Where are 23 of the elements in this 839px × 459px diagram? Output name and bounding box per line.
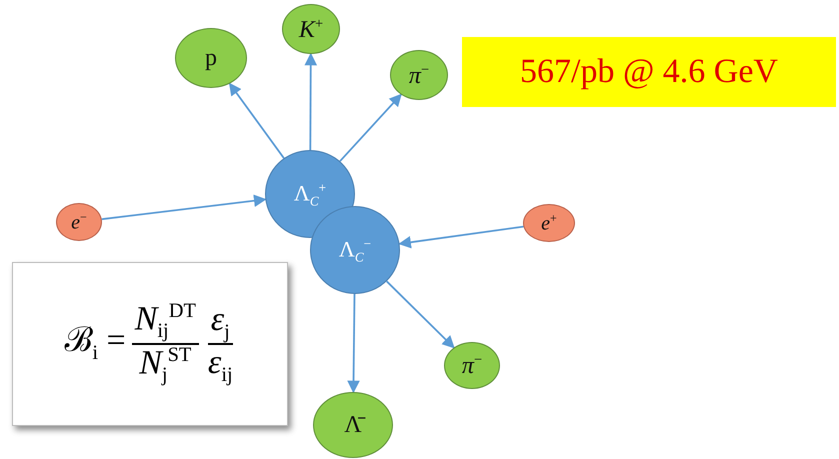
particle-ellipse bbox=[444, 342, 500, 389]
formula-term: ℬ$_{i}$ = bbox=[64, 324, 126, 364]
formula-box bbox=[12, 262, 288, 426]
arrow bbox=[102, 194, 267, 220]
particle-label: e$^{−}$ bbox=[71, 211, 87, 233]
formula-term: ε$_{ij}$ bbox=[206, 345, 234, 386]
arrow bbox=[304, 52, 318, 150]
arrow bbox=[398, 226, 524, 248]
particle-label: π$^{−}$ bbox=[462, 353, 482, 378]
particle-label: e$^{+}$ bbox=[541, 212, 557, 234]
arrow bbox=[386, 280, 455, 348]
luminosity-label: 567/pb @ 4.6 GeV bbox=[520, 55, 778, 89]
luminosity-box bbox=[462, 37, 836, 107]
particle-label: K$^{+}$ bbox=[298, 16, 324, 42]
arrow bbox=[347, 294, 360, 394]
particle-label: p bbox=[205, 46, 217, 70]
particle-ellipse bbox=[523, 204, 575, 242]
particle-ellipse bbox=[56, 203, 102, 241]
formula-term: ε$_{j}$ bbox=[208, 302, 233, 345]
particle-label: π$^{−}$ bbox=[408, 62, 430, 88]
particle-ellipse bbox=[390, 50, 448, 100]
arrow bbox=[228, 82, 285, 159]
arrow bbox=[339, 94, 402, 162]
